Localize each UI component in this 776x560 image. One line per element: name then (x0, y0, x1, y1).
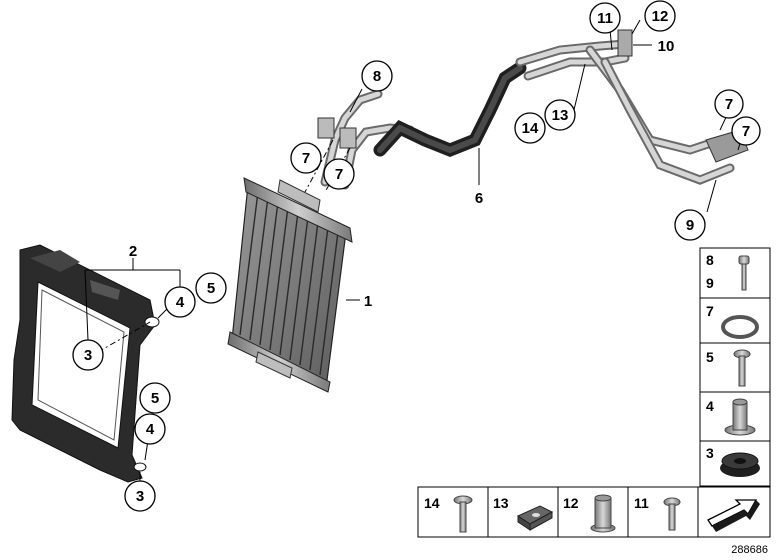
callout-2: 2 (129, 243, 137, 260)
legend-side-5: 5 (706, 349, 751, 387)
flange-bolt-icon (453, 495, 473, 533)
legend-side-3: 3 (706, 445, 760, 477)
label-text: 12 (652, 8, 669, 25)
bushing-icon (590, 494, 616, 533)
callout-7a: 7 (290, 142, 322, 174)
callout-13: 13 (544, 99, 576, 131)
callout-10: 10 (658, 38, 675, 55)
callout-11: 11 (589, 2, 621, 34)
label-text: 11 (597, 10, 613, 27)
callout-14: 14 (514, 112, 546, 144)
callout-7b: 7 (323, 158, 355, 190)
callout-8: 8 (361, 60, 393, 92)
leader-lines (84, 19, 742, 493)
bolt-icon (738, 255, 750, 291)
label-text: 7 (725, 96, 733, 113)
label-text: 5 (151, 390, 159, 407)
label-text: 2 (129, 243, 137, 260)
callout-6: 6 (475, 190, 483, 207)
legend-side-4: 4 (706, 398, 756, 436)
legend-side-8-9: 8 9 (706, 252, 750, 291)
callout-3b: 3 (124, 480, 156, 512)
callout-9: 9 (674, 209, 706, 241)
clip-icon (516, 505, 554, 531)
label-text: 8 (706, 252, 714, 268)
image-id: 288686 (731, 544, 768, 556)
legend-bottom-11: 11 (634, 495, 681, 531)
callout-5a: 5 (195, 272, 227, 304)
label-text: 7 (302, 150, 310, 167)
label-text: 13 (552, 107, 569, 124)
label-text: 4 (706, 398, 714, 414)
callout-12: 12 (644, 0, 676, 32)
label-text: 3 (84, 347, 92, 364)
o-ring-icon (721, 315, 759, 339)
legend-bottom-13: 13 (493, 495, 554, 531)
label-text: 1 (364, 293, 372, 310)
legend-bottom-12: 12 (563, 494, 616, 533)
label-text: 4 (146, 421, 155, 438)
label-text: 9 (686, 217, 694, 234)
label-text: 13 (493, 495, 509, 511)
oil-lines (317, 29, 749, 190)
label-text: 14 (522, 120, 539, 137)
legend-side: 8 9 7 5 4 3 (699, 247, 771, 487)
sleeve-icon (724, 398, 756, 436)
label-text: 6 (475, 190, 483, 207)
callout-4b: 4 (134, 413, 166, 445)
label-text: 4 (176, 294, 185, 311)
callout-7c: 7 (714, 89, 744, 119)
legend-side-7: 7 (706, 303, 759, 339)
label-text: 5 (207, 280, 215, 297)
label-text: 11 (634, 495, 649, 511)
screw-icon (733, 349, 751, 387)
label-text: 3 (706, 445, 714, 461)
callout-3a: 3 (72, 339, 104, 371)
label-text: 5 (706, 349, 714, 365)
callout-7d: 7 (731, 116, 761, 146)
callout-5b: 5 (139, 382, 171, 414)
hex-bolt-icon (663, 497, 681, 531)
legend-bottom-14: 14 (424, 495, 473, 533)
grommet-icon (720, 452, 760, 477)
label-text: 7 (706, 303, 714, 319)
label-text: 14 (424, 495, 440, 511)
label-text: 3 (136, 488, 144, 505)
callout-4a: 4 (164, 286, 196, 318)
label-text: 10 (658, 38, 675, 55)
legend-bottom: 14 13 12 11 (417, 486, 771, 538)
label-text: 8 (373, 68, 381, 85)
label-text: 12 (563, 495, 579, 511)
label-text: 7 (742, 123, 750, 140)
label-text: 9 (706, 275, 714, 291)
oil-cooler (227, 177, 353, 393)
arrow-icon (707, 499, 760, 532)
callouts: 1 2 6 10 8 7 7 7 7 9 11 12 13 14 5 4 3 5… (72, 0, 761, 512)
label-text: 7 (335, 166, 343, 183)
callout-1: 1 (364, 293, 372, 310)
